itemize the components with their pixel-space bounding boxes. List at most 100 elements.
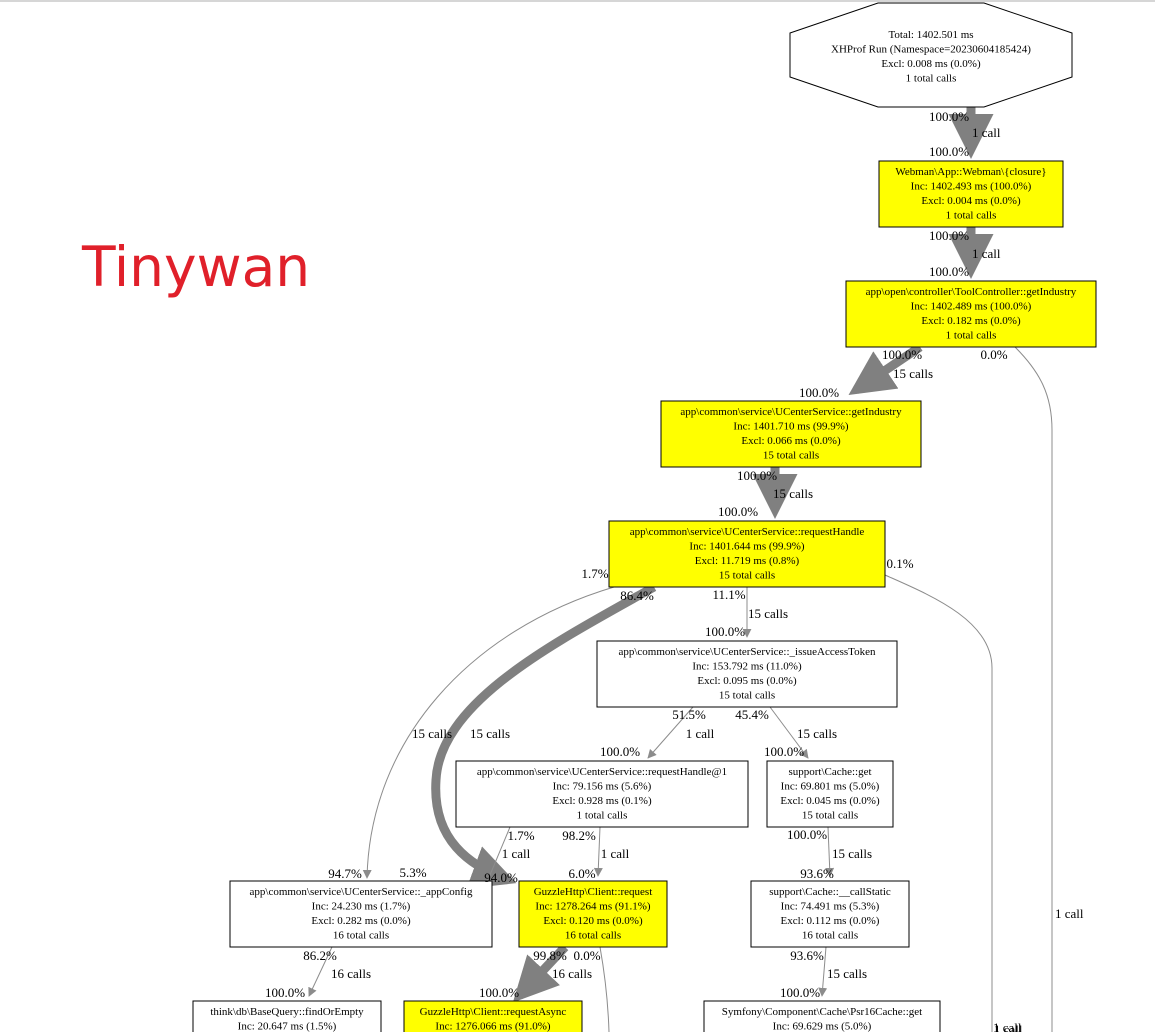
node-line: GuzzleHttp\Client::request [534, 886, 653, 898]
node-line: XHProf Run (Namespace=20230604185424) [831, 44, 1031, 56]
edge-from-pct: 100.0% [882, 347, 922, 362]
node-line: 15 total calls [802, 810, 858, 822]
edge-from-pct: 100.0% [737, 468, 777, 483]
edge-calls-label: 1 call [502, 846, 531, 861]
edge-calls-label: 15 calls [893, 366, 933, 381]
node-line: Excl: 0.008 ms (0.0%) [881, 58, 981, 70]
edge-calls-label: 1 call [601, 846, 630, 861]
node-line: 15 total calls [763, 450, 819, 462]
edge-from-pct: 99.8% [533, 948, 567, 963]
edge-calls-label: 1 call [686, 726, 715, 741]
node-line: Inc: 69.629 ms (5.0%) [773, 1021, 872, 1032]
node-line: Inc: 20.647 ms (1.5%) [238, 1021, 337, 1032]
node-shape [608, 520, 886, 588]
node-closure: Webman\App::Webman\{closure}Inc: 1402.49… [878, 160, 1064, 228]
node-line: Inc: 1276.066 ms (91.0%) [435, 1021, 551, 1032]
node-shape [455, 760, 749, 828]
edge-calls-label: 15 calls [827, 966, 867, 981]
node-line: 1 total calls [946, 210, 997, 222]
node-line: Excl: 0.182 ms (0.0%) [921, 315, 1021, 327]
top-border [0, 0, 1155, 2]
node-root: Total: 1402.501 ms XHProf Run (Namespace=… [789, 2, 1073, 108]
edge-to-pct: 100.0% [705, 624, 745, 639]
edge-to-pct: 5.3% [399, 865, 426, 880]
node-line: 1 total calls [946, 330, 997, 342]
node-line: Inc: 1401.644 ms (99.9%) [689, 541, 805, 553]
node-line: Excl: 0.112 ms (0.0%) [781, 915, 880, 927]
node-line: Excl: 0.066 ms (0.0%) [741, 435, 841, 447]
edge-calls-label: 15 calls [470, 726, 510, 741]
edge-from-pct: 100.0% [929, 228, 969, 243]
node-line: app\open\controller\ToolController::getI… [866, 286, 1077, 298]
edge-to-pct: 100.0% [929, 264, 969, 279]
edge-from-pct: 0.0% [980, 347, 1007, 362]
node-line: Inc: 1402.493 ms (100.0%) [911, 181, 1032, 193]
node-line: Inc: 74.491 ms (5.3%) [781, 901, 880, 913]
edge-to-pct: 6.0% [568, 866, 595, 881]
node-line: Inc: 24.230 ms (1.7%) [312, 901, 411, 913]
node-psr16Get: Symfony\Component\Cache\Psr16Cache::getI… [703, 1000, 941, 1032]
node-getIndustryCtrl: app\open\controller\ToolController::getI… [845, 280, 1097, 348]
node-line: Inc: 1278.264 ms (91.1%) [535, 901, 651, 913]
edge-to-pct: 100.0% [718, 504, 758, 519]
node-line: 16 total calls [802, 930, 858, 942]
node-line: app\common\service\UCenterService::getIn… [680, 406, 902, 418]
edge-calls-label: 16 calls [552, 966, 592, 981]
node-line: Excl: 0.928 ms (0.1%) [552, 795, 652, 807]
node-appConfig: app\common\service\UCenterService::_appC… [229, 880, 493, 948]
node-line: 1 total calls [906, 73, 957, 85]
node-shape [750, 880, 910, 948]
watermark-text: Tinywan [82, 235, 311, 299]
node-line: Excl: 0.004 ms (0.0%) [921, 195, 1021, 207]
edge-from-pct: 86.2% [303, 948, 337, 963]
edge-calls-label: 1 call [972, 125, 1001, 140]
node-line: Excl: 0.282 ms (0.0%) [311, 915, 411, 927]
node-line: Total: 1402.501 ms [888, 29, 973, 41]
edge-calls-label: 15 calls [412, 726, 452, 741]
edge-rh-guzzle [431, 583, 657, 889]
node-line: GuzzleHttp\Client::requestAsync [420, 1006, 567, 1018]
node-shape [518, 880, 668, 948]
edge-calls-label: 1 call [993, 1020, 1022, 1032]
node-getIndustrySvc: app\common\service\UCenterService::getIn… [660, 400, 922, 468]
node-shape [766, 760, 894, 828]
edge-token-cache [769, 706, 809, 759]
edge-from-pct: 93.6% [790, 948, 824, 963]
edge-ctrl-svc [848, 343, 923, 396]
node-line: Webman\App::Webman\{closure} [895, 166, 1046, 178]
edge-from-pct: 11.1% [712, 587, 745, 602]
node-line: 16 total calls [333, 930, 389, 942]
node-shape [845, 280, 1097, 348]
node-line: Inc: 69.801 ms (5.0%) [781, 781, 880, 793]
node-shape [878, 160, 1064, 228]
node-requestHandle: app\common\service\UCenterService::reque… [608, 520, 886, 588]
edge-cache-callstatic [825, 826, 835, 877]
edge-calls-label: 16 calls [331, 966, 371, 981]
edge-from-pct: 1.7% [581, 566, 608, 581]
edge-to-pct: 100.0% [780, 985, 820, 1000]
edge-appconfig-find [308, 946, 333, 997]
node-line: Excl: 0.095 ms (0.0%) [697, 675, 797, 687]
node-line: Inc: 79.156 ms (5.6%) [553, 781, 652, 793]
node-line: 15 total calls [719, 690, 775, 702]
node-shape [660, 400, 922, 468]
edge-from-pct: 45.4% [735, 707, 769, 722]
node-line: Symfony\Component\Cache\Psr16Cache::get [722, 1006, 922, 1018]
node-line: Excl: 0.045 ms (0.0%) [780, 795, 880, 807]
edge-calls-label: 1 call [972, 246, 1001, 261]
edge-guzzle-offscreen [599, 946, 610, 1032]
edge-to-pct: 94.7% [328, 866, 362, 881]
edge-calls-label: 15 calls [797, 726, 837, 741]
node-shape [596, 640, 898, 708]
edge-rh-offscreen [884, 574, 993, 1032]
node-shape [403, 1000, 583, 1032]
node-line: Inc: 153.792 ms (11.0%) [692, 661, 802, 673]
node-line: support\Cache::__callStatic [769, 886, 891, 898]
node-line: Excl: 0.120 ms (0.0%) [543, 915, 643, 927]
edge-from-pct: 1.7% [507, 828, 534, 843]
edge-from-pct: 100.0% [929, 109, 969, 124]
